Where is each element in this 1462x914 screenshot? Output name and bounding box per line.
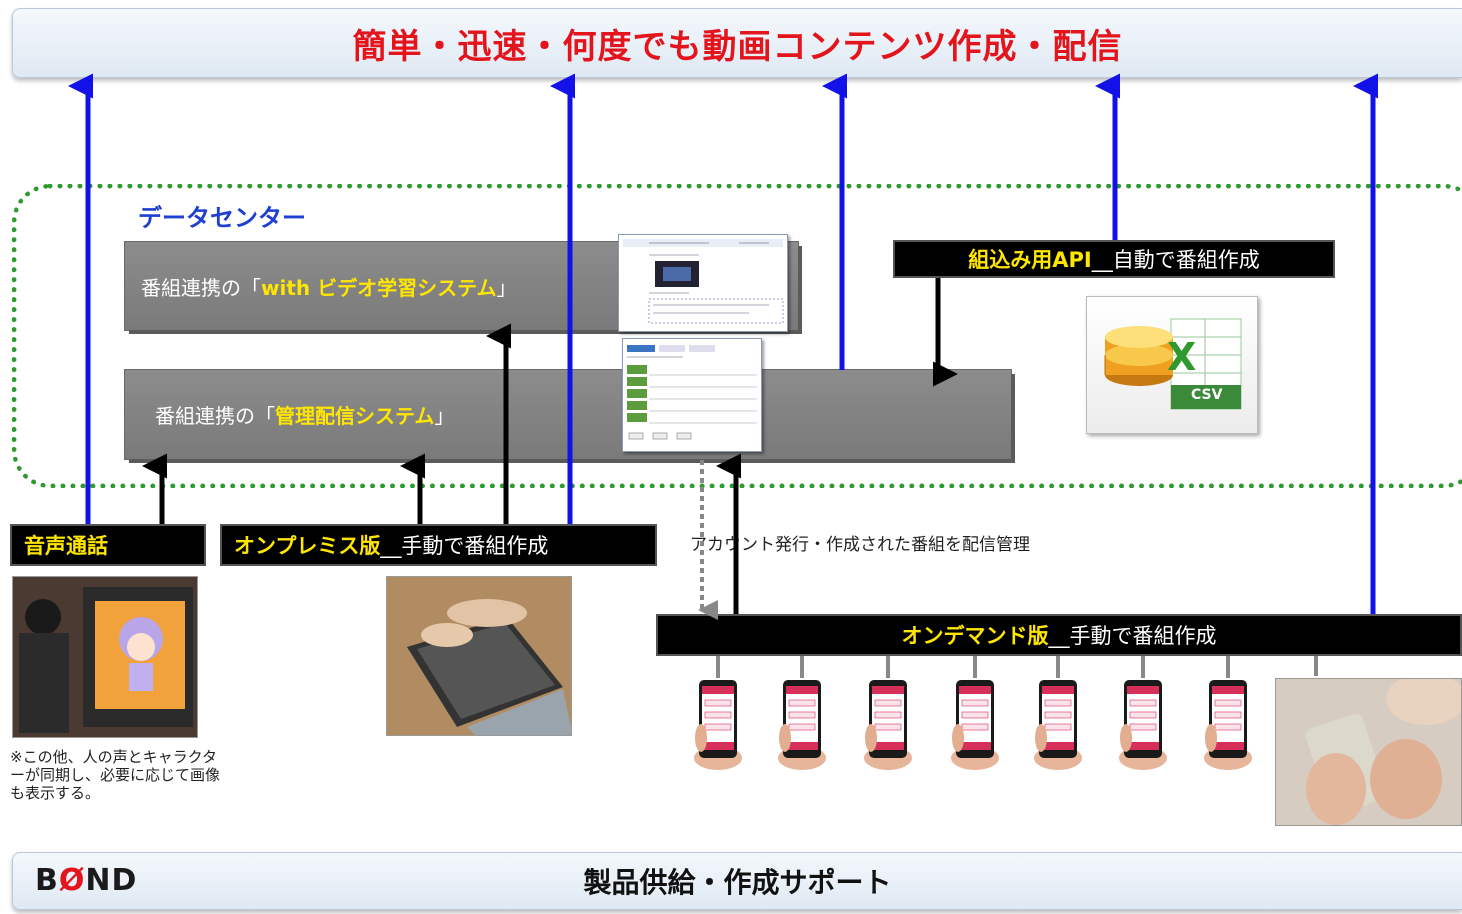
smartphone-icon	[1203, 678, 1253, 770]
api-bar-rest: __自動で番組作成	[1091, 248, 1260, 272]
laptop-drawing	[387, 577, 571, 735]
with-system-screenshot-drawing	[623, 239, 784, 324]
smartphone-user-drawing	[1276, 679, 1461, 825]
datacenter-label: データセンター	[138, 204, 306, 232]
with-system-prefix: 番組連携の「	[141, 275, 261, 300]
csv-icon: X CSV	[1086, 296, 1258, 434]
voice-call-bar: 音声通話	[10, 524, 206, 566]
kanri-system-name: 管理配信システム	[275, 404, 435, 428]
onpremise-bar: オンプレミス版__手動で番組作成	[220, 524, 657, 566]
voice-kiosk-drawing	[13, 577, 197, 737]
csv-label: CSV	[1191, 387, 1223, 403]
smartphone-icon	[777, 678, 827, 770]
ondemand-bar: オンデマンド版__手動で番組作成	[656, 614, 1462, 656]
kanri-system-screenshot	[622, 338, 762, 452]
smartphone-user-photo	[1275, 678, 1462, 826]
bond-logo: BØND	[35, 863, 137, 898]
footer-title: 製品供給・作成サポート	[583, 866, 892, 899]
voice-call-label: 音声通話	[24, 534, 108, 558]
note-text: ※この他、人の声とキャラクターが同期し、必要に応じて画像も表示する。	[10, 748, 221, 802]
onprem-rest: __手動で番組作成	[380, 534, 549, 558]
with-system-suffix: 」	[496, 275, 517, 300]
with-system-screenshot	[618, 234, 788, 332]
ondemand-highlight: オンデマンド版	[901, 624, 1049, 648]
smartphone-icon	[950, 678, 1000, 770]
smartphone-icon	[693, 678, 743, 770]
with-system-name: with ビデオ学習システム	[261, 275, 497, 300]
kanri-system-screenshot-drawing	[627, 345, 757, 440]
csv-drawing	[1104, 318, 1242, 410]
ondemand-rest: __手動で番組作成	[1048, 624, 1217, 648]
bond-logo-slash: Ø	[58, 863, 86, 898]
kanri-system-suffix: 」	[434, 404, 455, 428]
voice-kiosk-photo	[12, 576, 198, 738]
onprem-highlight: オンプレミス版	[234, 534, 381, 558]
smartphone-icon	[863, 678, 913, 770]
page-title: 簡単・迅速・何度でも動画コンテンツ作成・配信	[352, 26, 1123, 67]
csv-letter: X	[1167, 335, 1197, 379]
smartphone-icon	[1118, 678, 1168, 770]
account-management-text: アカウント発行・作成された番組を配信管理	[690, 535, 1030, 555]
bond-logo-b: B	[35, 863, 59, 898]
bottom-banner: BØND 製品供給・作成サポート	[12, 852, 1462, 910]
smartphone-icon	[1033, 678, 1083, 770]
kanri-system-prefix: 番組連携の「	[155, 404, 275, 428]
top-banner: 簡単・迅速・何度でも動画コンテンツ作成・配信	[12, 8, 1462, 78]
bond-logo-nd: ND	[85, 863, 138, 898]
api-bar: 組込み用API__自動で番組作成	[893, 240, 1335, 278]
api-bar-highlight: 組込み用API	[968, 248, 1092, 272]
laptop-photo	[386, 576, 572, 736]
